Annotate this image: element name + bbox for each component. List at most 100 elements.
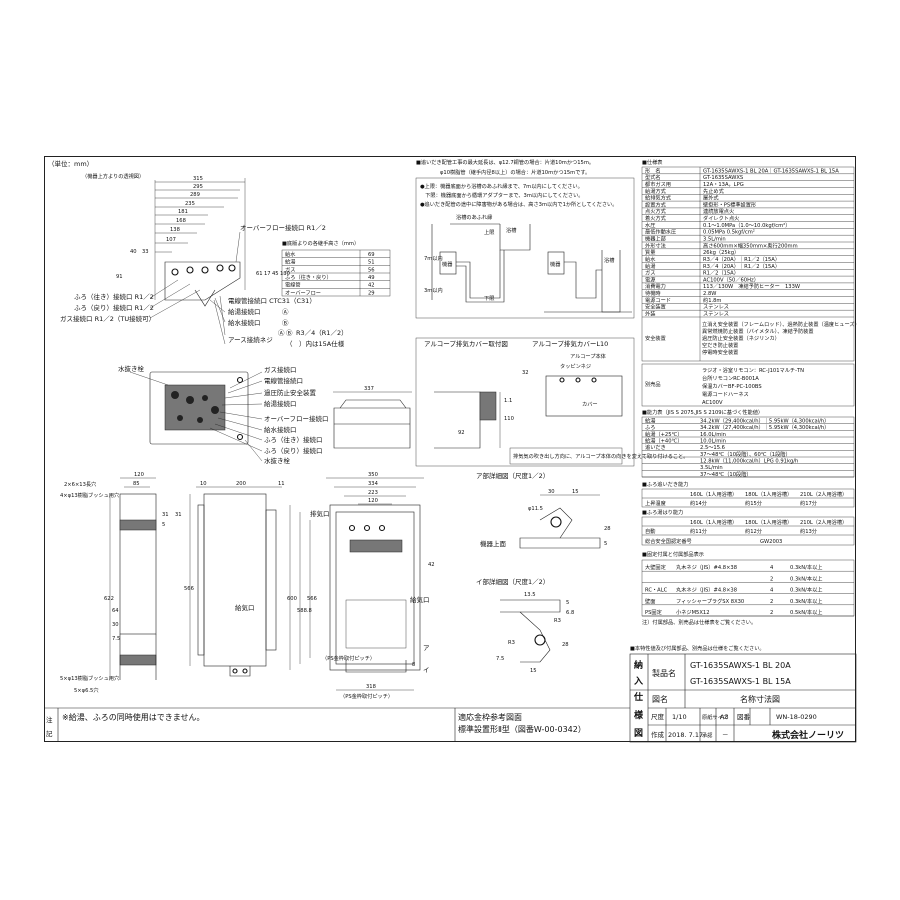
- spec-row-value: R3／4（20A）｜R1／2（15A）: [703, 263, 780, 270]
- label-drain-plug: 水抜き栓: [118, 364, 145, 373]
- diag-unit-1: 機器: [442, 260, 453, 268]
- tb-sign: －: [722, 731, 729, 739]
- spec-row-value: 約1.8m: [703, 296, 722, 304]
- spec-row-value: ステンレス: [703, 311, 729, 318]
- height-row-value: 49: [368, 275, 375, 281]
- spec-row-value: 屋外式: [703, 194, 719, 202]
- spec-row-label: 給湯: [645, 262, 655, 270]
- perf-row-value: 37〜48℃（10段階）、60℃（1段階）: [700, 450, 791, 458]
- safety-line: 空だき防止装置: [702, 341, 738, 349]
- title-block: 納 入 仕 様 図 製品名 GT-1635SAWXS-1 BL 20A GT-1…: [629, 653, 857, 743]
- tb-drawing-label: 図名: [652, 694, 668, 704]
- piping-title: ■追いだき配管工事の最大延長は、φ12.7銅管の場合：片道10mかつ15m。: [416, 158, 594, 166]
- spec-row-value: 2.8W: [703, 291, 716, 297]
- label-detail-b: イ: [423, 666, 430, 674]
- height-row-value: 42: [368, 283, 375, 289]
- label-bath-out: ふろ（往き）接続口: [264, 435, 323, 444]
- height-row-label: 給湯: [285, 258, 295, 266]
- diag-unit-2: 機器: [550, 260, 561, 268]
- diag-3m: 3m以内: [424, 286, 443, 294]
- approval-value: GW2003: [760, 539, 782, 545]
- tub-cell: 約17分: [800, 499, 817, 507]
- tb-delivery-3: 仕: [633, 691, 643, 703]
- cover-dim-1: 1.1: [504, 398, 512, 404]
- perf-row-label: 給湯: [645, 416, 655, 424]
- cover-dim-110: 110: [504, 416, 514, 422]
- mark-b2: Ⓑ: [286, 329, 293, 337]
- height-row-value: 51: [368, 260, 375, 266]
- notes-bar: 注 記 ※給湯、ふろの同時使用はできません。 適応金枠参考図面 標準設置形Ⅱ型（…: [44, 707, 630, 742]
- height-row-label: 給水: [285, 250, 296, 258]
- spec-row-label: 機器上部: [645, 235, 666, 243]
- fill-title: ■ふろ湯はり能力: [642, 508, 683, 516]
- callout-cold-water: 給水接続口: [228, 318, 261, 327]
- dim-138: 138: [170, 227, 180, 233]
- fixture-strength: 0.3kN/本以上: [790, 574, 822, 582]
- tb-product-label: 製品名: [652, 668, 676, 678]
- perf-row-value: 34.2kW（27,400kcal/h）｜5.95kW（4,300kcal/h）: [700, 424, 829, 431]
- fixture-strength: 0.3kN/本以上: [790, 563, 822, 571]
- label-bath-return: ふろ（戻り）接続口: [264, 446, 323, 455]
- spec-row-value: 高さ600mm×幅350mm×奥行200mm: [703, 241, 798, 249]
- dim-120b: 120: [368, 498, 378, 504]
- dim-130: 130: [280, 271, 290, 277]
- dim-10: 10: [200, 481, 207, 487]
- spec-row-value: GT-1635SAWXS-1 BL 20A｜GT-1635SAWXS-1 BL …: [703, 167, 839, 174]
- spec-row-value: AC100V（50／60Hz）: [703, 276, 759, 283]
- callout-conduit: 電線管接続口 CTC31（C31）: [228, 296, 316, 305]
- cover-dim-92: 92: [458, 430, 465, 436]
- height-row-value: 69: [368, 252, 375, 258]
- spec-row-label: 形 名: [645, 166, 661, 174]
- detail-b-28: 28: [562, 642, 569, 648]
- height-row-label: オーバーフロー: [285, 289, 321, 296]
- label-ps-pitch-h: （PS金枠取付ピッチ）: [340, 692, 393, 700]
- spec-row-label: 外装: [645, 310, 655, 318]
- cover-screw: タッピンネジ: [560, 362, 591, 370]
- fixture-part: フィッシャープラグSX 8X30: [676, 597, 744, 605]
- diag-tub-2: 浴槽: [604, 256, 614, 264]
- piping-sub: φ10樹脂管（継手内径8以上）の場合：片道10mかつ15mです。: [440, 168, 590, 176]
- dim-33: 33: [142, 249, 149, 255]
- detail-a-label: 機器上面: [480, 539, 507, 548]
- tb-company: 株式会社ノーリツ: [772, 729, 844, 741]
- dim-30: 30: [112, 622, 119, 628]
- spec-row-value: 0.1〜1.0MPa（1.0〜10.0kgf/cm²）: [703, 222, 790, 229]
- detail-a-30: 30: [548, 489, 555, 495]
- dim-235: 235: [185, 201, 195, 207]
- safety-line: 立消え安全装置（フレームロッド）、過熱防止装置（温度ヒューズ）: [702, 320, 860, 328]
- tb-delivery-5: 図: [634, 728, 643, 739]
- callout-earth: アース接続ネジ: [228, 335, 273, 344]
- callout-bath-return: ふろ（戻り）接続口 R1／2: [74, 303, 154, 312]
- mark-a1: Ⓐ: [282, 308, 289, 316]
- spec-row-label: 給水: [645, 255, 656, 263]
- fixture-part: 丸木ネジ（JIS）#4.8×38: [676, 586, 737, 594]
- label-bushing-4: 4×φ13樹脂ブッシュ用穴: [60, 491, 119, 499]
- tb-number: WN-18-0290: [776, 713, 817, 721]
- tub-head: 160L（1人用浴槽）: [690, 490, 737, 498]
- detail-a-15: 15: [572, 489, 579, 495]
- mark-a2: Ⓐ: [278, 329, 285, 337]
- spec-row-label: 消費電力: [645, 282, 666, 290]
- cover-sub: アルコープ排気カバーL10: [532, 339, 608, 348]
- fixture-part: 丸木ネジ（JIS）#4.8×38: [676, 563, 737, 571]
- diag-upper: 上限: [484, 228, 494, 236]
- tb-date: 2018. 7.17: [668, 731, 703, 739]
- dim-45: 45: [272, 271, 279, 277]
- notes-ref1: 適応金枠参考図面: [458, 712, 522, 722]
- dim-5: 5: [162, 522, 165, 528]
- dim-334: 334: [368, 481, 379, 487]
- tb-drawing-name: 名称寸法図: [740, 694, 780, 704]
- dim-588.8: 588.8: [297, 608, 312, 614]
- perf-row-label: 給湯（+25℃）: [645, 430, 683, 438]
- tb-number-label: 図番: [737, 713, 751, 721]
- callout-hot-water: 給湯接続口: [228, 307, 261, 316]
- piping-note: ●追いだき配管の途中に障害物がある場合は、高さ3m以内で1か所としてください。: [420, 200, 617, 208]
- fixture-part: 小ネジM5X12: [676, 608, 710, 616]
- detail-a: ア部詳細図（尺度1／2） 30 15 φ11.5 28 5 機器上面: [476, 471, 611, 549]
- fixture-count: 4: [770, 565, 774, 571]
- perf-row-value: 2.5〜15.6: [700, 445, 725, 451]
- spec-row-value: 先止め式: [703, 187, 725, 195]
- notes-label-2: 記: [46, 729, 53, 738]
- spec-row-value: 0.05MPa 0.5kgf/cm²: [703, 230, 755, 236]
